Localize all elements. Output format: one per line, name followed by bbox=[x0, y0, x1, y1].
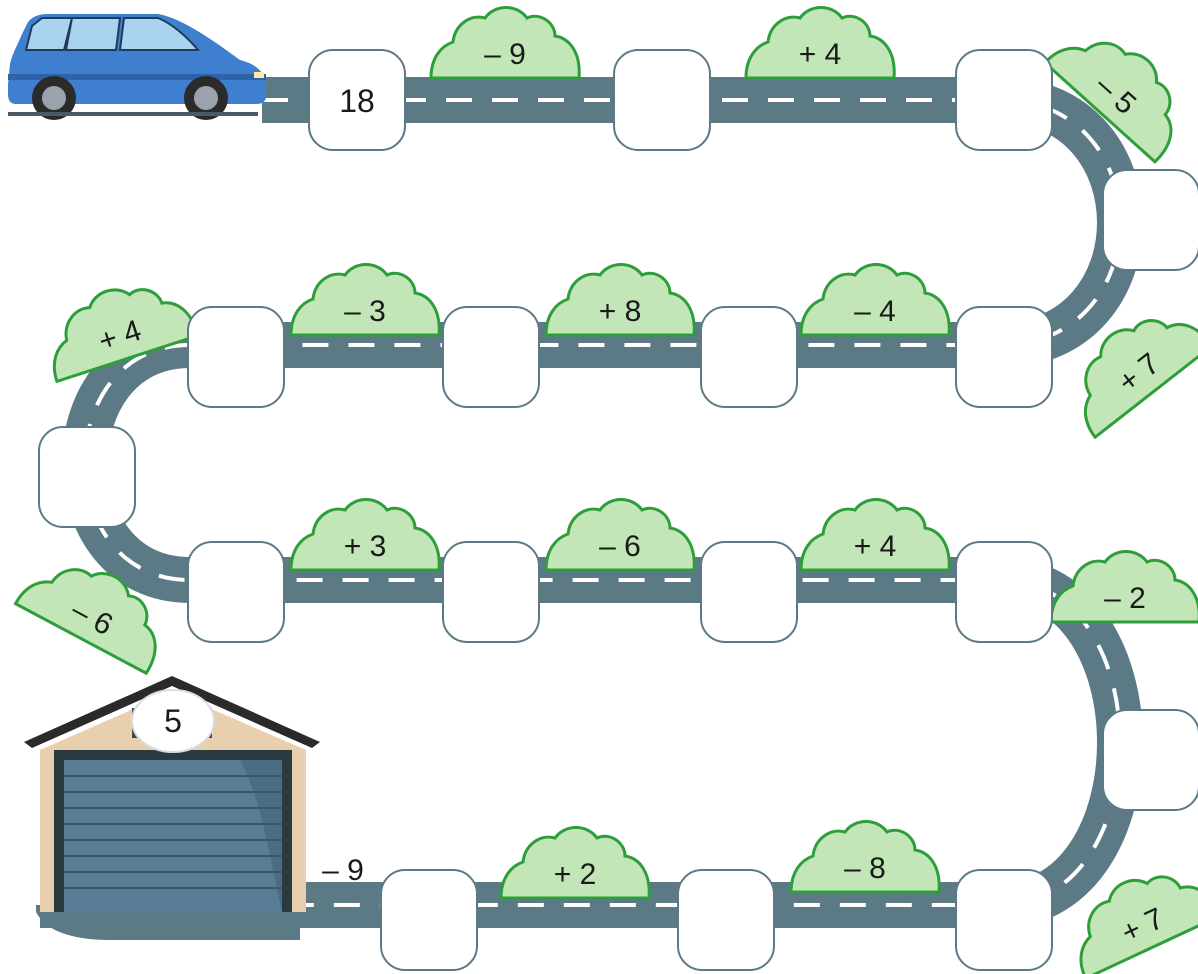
operation-label: – 6 bbox=[599, 530, 641, 563]
answer-box[interactable] bbox=[614, 50, 710, 150]
garage-value-badge: 5 bbox=[132, 690, 214, 752]
answer-box[interactable] bbox=[1103, 710, 1198, 810]
operation-label: + 4 bbox=[854, 530, 897, 563]
answer-box[interactable] bbox=[678, 870, 774, 970]
answer-box[interactable] bbox=[956, 542, 1052, 642]
bush-icon: + 3 bbox=[291, 500, 439, 571]
operation-label-17: – 9 bbox=[322, 854, 364, 887]
answer-box[interactable] bbox=[443, 542, 539, 642]
answer-box[interactable] bbox=[701, 542, 797, 642]
bush-icon: – 9 bbox=[431, 8, 579, 79]
operation-label: + 8 bbox=[599, 295, 642, 328]
bush-icon: + 4 bbox=[801, 500, 949, 571]
operation-label: + 3 bbox=[344, 530, 387, 563]
answer-box[interactable] bbox=[956, 307, 1052, 407]
bush-icon: – 4 bbox=[801, 265, 949, 336]
bush-icon: – 6 bbox=[546, 500, 694, 571]
bush-icon: + 4 bbox=[746, 8, 894, 79]
answer-box-value: 18 bbox=[339, 83, 375, 119]
operation-label: – 8 bbox=[844, 852, 886, 885]
answer-box[interactable] bbox=[1103, 170, 1198, 270]
bush-icon: – 3 bbox=[291, 265, 439, 336]
bush-icon: + 8 bbox=[546, 265, 694, 336]
operation-label: – 3 bbox=[344, 295, 386, 328]
answer-box[interactable] bbox=[188, 307, 284, 407]
answer-box[interactable] bbox=[188, 542, 284, 642]
bush-icon: – 8 bbox=[791, 822, 939, 893]
operation-label: – 2 bbox=[1104, 582, 1146, 615]
operation-label: – 9 bbox=[484, 38, 526, 71]
answer-box[interactable] bbox=[381, 870, 477, 970]
operation-label: + 2 bbox=[554, 858, 597, 891]
answer-box: 18 bbox=[309, 50, 405, 150]
answer-box[interactable] bbox=[443, 307, 539, 407]
operation-label: + 4 bbox=[799, 38, 842, 71]
answer-box[interactable] bbox=[956, 870, 1052, 970]
bush-icon: – 2 bbox=[1051, 552, 1198, 623]
end-value: 5 bbox=[164, 703, 182, 739]
operation-label: – 4 bbox=[854, 295, 896, 328]
answer-box[interactable] bbox=[701, 307, 797, 407]
answer-box[interactable] bbox=[39, 427, 135, 527]
answer-box[interactable] bbox=[956, 50, 1052, 150]
bush-icon: + 2 bbox=[501, 828, 649, 899]
car-icon bbox=[8, 14, 266, 120]
